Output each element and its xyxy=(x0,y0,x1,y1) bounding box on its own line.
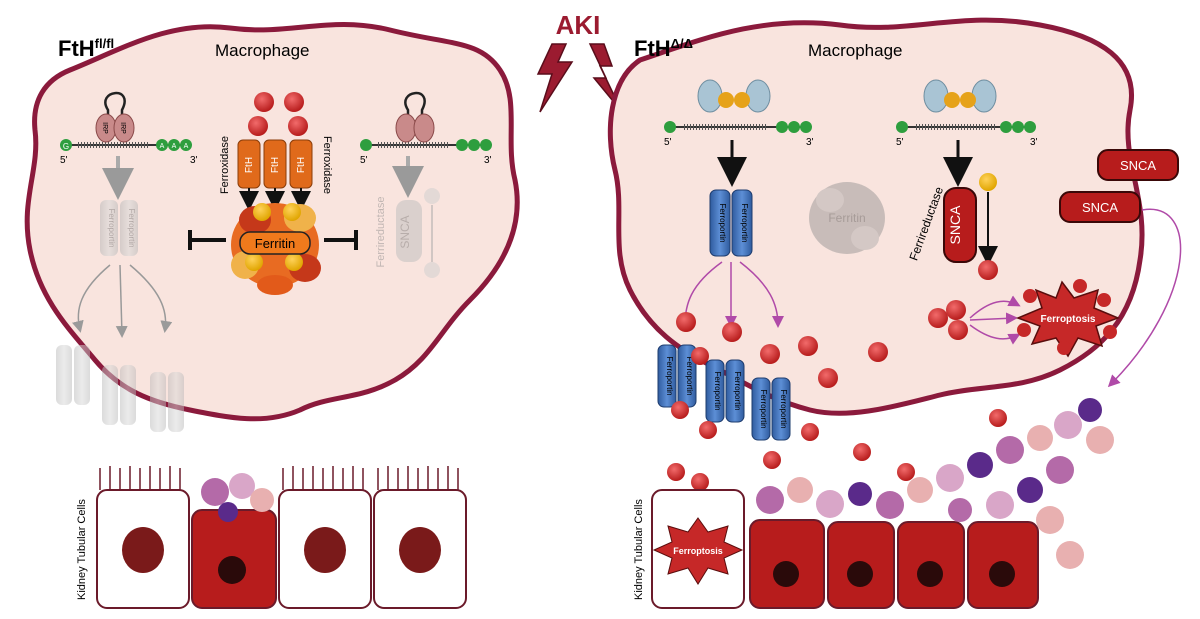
polyA-label: A xyxy=(172,143,177,150)
left-fth-complex: FtH FtH FtH Ferroxidase Ferroxidase xyxy=(219,136,333,211)
right-ferroportin-membrane: Ferroportin Ferroportin Ferroportin Ferr… xyxy=(657,344,791,441)
damaged-tubular-cell xyxy=(191,473,277,609)
ferroptosis-label: Ferroptosis xyxy=(673,546,723,556)
five-prime-label: 5' xyxy=(360,155,368,166)
right-kidney-tubule: Kidney Tubular Cells Ferroptosis xyxy=(633,398,1114,609)
left-ferritin-cage: Ferritin xyxy=(188,203,358,295)
fth-label: FtH xyxy=(270,157,281,173)
five-prime-label: 5' xyxy=(896,137,904,148)
polyA-label: A xyxy=(160,143,165,150)
left-fe2-cluster xyxy=(248,92,308,136)
right-macrophage-label: Macrophage xyxy=(808,41,903,60)
lightning-right-icon xyxy=(588,43,623,113)
ferroportin-label: Ferroportin xyxy=(759,389,768,428)
right-ferroportin-cytoplasm: Ferroportin Ferroportin xyxy=(709,189,753,257)
ferroportin-label: Ferroportin xyxy=(740,203,749,242)
polyA-label: A xyxy=(184,143,189,150)
right-fe2-scattered xyxy=(667,312,1007,509)
ferroportin-label: Ferroportin xyxy=(733,371,742,410)
snca-label: SNCA xyxy=(947,205,963,245)
ferritin-label: Ferritin xyxy=(828,211,865,225)
microvilli-icon xyxy=(99,466,459,490)
ferroportin-label: Ferroportin xyxy=(107,208,116,247)
right-genotype-label: FtHΔ/Δ xyxy=(634,36,693,61)
snca-label: SNCA xyxy=(398,215,412,248)
ferroptotic-tubular-cell: Ferroptosis xyxy=(651,489,745,609)
left-ferroportin-faded: Ferroportin Ferroportin xyxy=(100,200,138,256)
irp-label: IRP xyxy=(119,122,126,134)
right-ferritin-faded: Ferritin xyxy=(809,182,885,254)
ferroportin-label: Ferroportin xyxy=(685,356,694,395)
irp-label: IRP xyxy=(101,122,108,134)
ferritin-label: Ferritin xyxy=(255,236,295,251)
right-mrna-2: 5' 3' xyxy=(896,79,1038,187)
three-prime-label: 3' xyxy=(1030,137,1038,148)
ferroportin-label: Ferroportin xyxy=(127,208,136,247)
fth-label: FtH xyxy=(296,157,307,173)
left-ferroportin-membrane-faded xyxy=(56,345,184,432)
aki-title: AKI xyxy=(556,10,601,40)
left-mrna-1: G A A A 5' 3' IRP IRP xyxy=(60,91,198,200)
mrna-cap-label: G xyxy=(63,142,69,151)
ire-loop-icon xyxy=(104,91,126,140)
right-mrna-1: 5' 3' xyxy=(664,79,814,187)
tubular-cell xyxy=(278,489,372,609)
left-genotype-label: FtHfl/fl xyxy=(58,36,114,61)
ferroportin-label: Ferroportin xyxy=(713,371,722,410)
five-prime-label: 5' xyxy=(664,137,672,148)
three-prime-label: 3' xyxy=(484,155,492,166)
kidney-tubular-cells-label: Kidney Tubular Cells xyxy=(76,499,88,600)
snca-label: SNCA xyxy=(1120,158,1156,173)
left-kidney-tubule: Kidney Tubular Cells xyxy=(76,466,467,609)
right-snca-secreted: SNCA SNCA xyxy=(1059,149,1182,388)
tubular-cell xyxy=(373,489,467,609)
right-panel: FtHΔ/Δ Macrophage 5' 3' Ferroportin Ferr… xyxy=(607,17,1182,609)
left-panel: FtHfl/fl Macrophage G A A A 5' 3' IRP IR… xyxy=(24,21,520,609)
ferrireductase-label: Ferrireductase xyxy=(375,197,387,268)
five-prime-label: 5' xyxy=(60,155,68,166)
ferroportin-label: Ferroportin xyxy=(718,203,727,242)
ferroxidase-label: Ferroxidase xyxy=(321,136,333,194)
three-prime-label: 3' xyxy=(806,137,814,148)
lightning-left-icon xyxy=(536,43,574,113)
ferroptosis-label: Ferroptosis xyxy=(1040,314,1095,325)
tubular-cell xyxy=(96,489,190,609)
fth-label: FtH xyxy=(244,157,255,173)
immune-cell-infiltrate xyxy=(756,398,1114,569)
right-fe2-pool xyxy=(928,295,1021,345)
left-snca-faded: SNCA Ferrireductase xyxy=(375,188,440,278)
ferroportin-label: Ferroportin xyxy=(779,389,788,428)
left-mrna-2: 5' 3' xyxy=(360,91,492,198)
mrna-cap-icon xyxy=(60,139,72,151)
aki-header: AKI xyxy=(536,10,623,113)
damaged-tubular-cells xyxy=(749,519,1039,609)
ferroxidase-label: Ferroxidase xyxy=(219,136,231,194)
snca-label: SNCA xyxy=(1082,200,1118,215)
left-macrophage-label: Macrophage xyxy=(215,41,310,60)
right-ferroptosis-macrophage: Ferroptosis xyxy=(1015,279,1121,358)
kidney-tubular-cells-label: Kidney Tubular Cells xyxy=(633,499,645,600)
three-prime-label: 3' xyxy=(190,155,198,166)
ferroportin-label: Ferroportin xyxy=(665,356,674,395)
